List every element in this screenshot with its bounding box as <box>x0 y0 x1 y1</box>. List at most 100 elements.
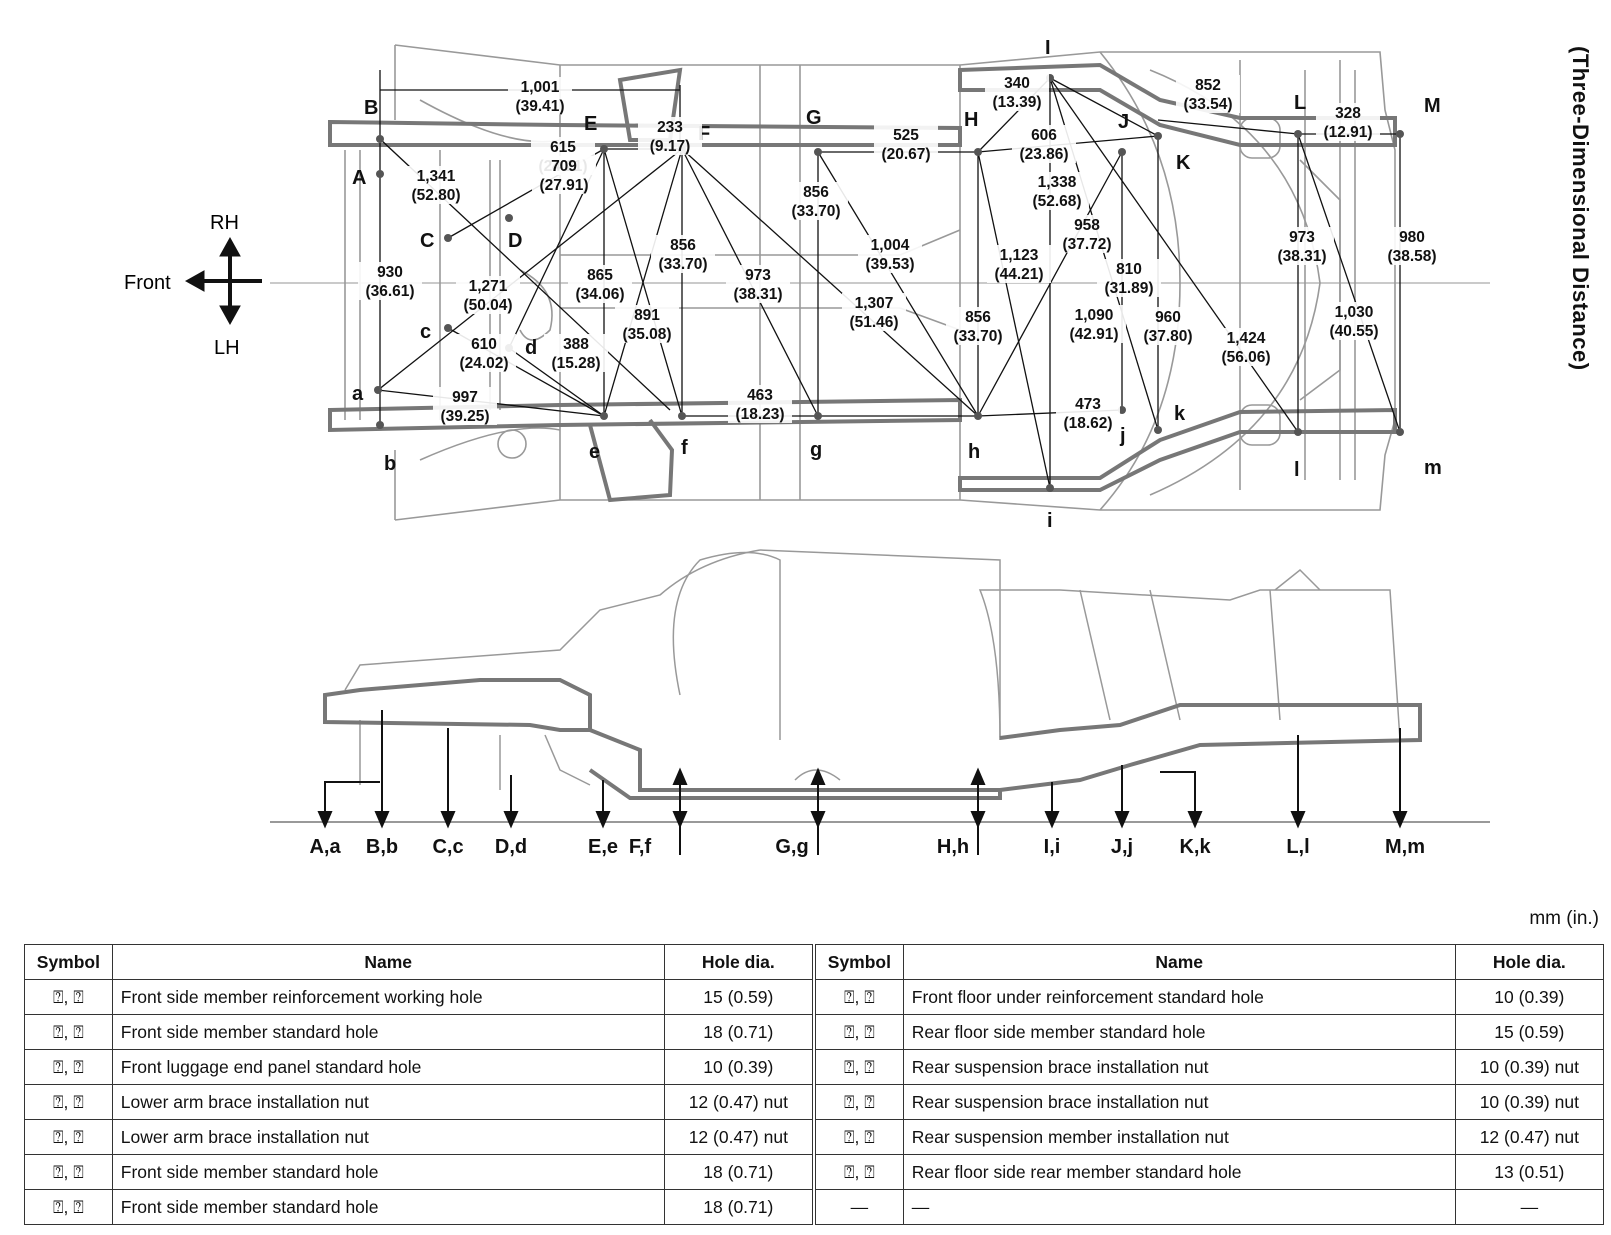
top-view-members <box>328 62 1397 503</box>
table-row: ⍰, ⍰Front side member reinforcement work… <box>24 979 1605 1015</box>
dimension-mm: 525 <box>893 127 919 144</box>
point-label-k: k <box>1174 403 1186 425</box>
dimension-mm: 958 <box>1074 217 1100 234</box>
point-label-b: b <box>384 453 396 475</box>
dimension-inch: (9.17) <box>650 138 691 155</box>
dimension-inch: (20.67) <box>881 146 930 163</box>
dimension-label: 810(31.89) <box>1097 259 1161 297</box>
three-dimensional-title: (Three-Dimensional Distance) <box>1568 45 1593 371</box>
table-header-row: Symbol Name Hole dia. Symbol Name Hole d… <box>24 944 1605 980</box>
hole-dia-cell: 18 (0.71) <box>663 1189 815 1225</box>
hole-dia-cell: 12 (0.47) nut <box>663 1119 815 1155</box>
point-label-f: f <box>681 437 688 459</box>
dimension-inch: (39.25) <box>440 408 489 425</box>
side-view-label: A,a <box>309 836 341 858</box>
dimension-label: 525 (20.67) <box>874 125 938 163</box>
side-view-label: J,j <box>1111 836 1133 858</box>
symbol-cell: ⍰, ⍰ <box>24 1014 113 1050</box>
point-label-D: D <box>508 230 522 252</box>
dimension-mm: 810 <box>1116 261 1142 278</box>
dimension-inch: (33.54) <box>1183 96 1232 113</box>
symbol-cell: ⍰, ⍰ <box>811 1154 904 1190</box>
side-view-label: C,c <box>432 836 463 858</box>
point-label-e: e <box>589 441 600 463</box>
point-label-i: i <box>1047 510 1053 532</box>
dimension-mm: 997 <box>452 389 478 406</box>
dimension-inch: (27.91) <box>539 177 588 194</box>
hole-dia-cell: 15 (0.59) <box>663 979 815 1015</box>
hole-legend-table: Symbol Name Hole dia. Symbol Name Hole d… <box>24 944 1605 1225</box>
col-name-2: Name <box>902 944 1456 980</box>
dimension-mm: 891 <box>634 307 660 324</box>
dimension-mm: 960 <box>1155 309 1181 326</box>
dimension-inch: (52.68) <box>1032 193 1081 210</box>
dimension-inch: (12.91) <box>1323 124 1372 141</box>
dimension-mm: 610 <box>471 336 497 353</box>
name-cell: Rear suspension member installation nut <box>902 1119 1456 1155</box>
side-view-outline <box>344 549 1401 790</box>
dimension-inch: (37.80) <box>1143 328 1192 345</box>
symbol-cell: ⍰, ⍰ <box>24 1084 113 1120</box>
side-view-members <box>323 678 1422 800</box>
dimension-label: 1,271(50.04) <box>456 276 520 314</box>
dimension-mm: 1,271 <box>469 278 508 295</box>
point-label-C: C <box>420 230 434 252</box>
dimension-inch: (35.08) <box>622 326 671 343</box>
dimension-label: 856(33.70) <box>651 235 715 273</box>
dimension-label: 473(18.62) <box>1056 394 1120 432</box>
dimension-mm: 1,030 <box>1335 304 1374 321</box>
body-dimension-diagram: RH LH Front <box>124 37 1490 858</box>
hole-dia-cell: 10 (0.39) <box>1454 979 1605 1015</box>
dimension-inch: (33.70) <box>658 256 707 273</box>
dimension-mm: 615 <box>550 139 576 156</box>
dimension-inch: (40.55) <box>1329 323 1378 340</box>
dimension-inch: (33.70) <box>791 203 840 220</box>
name-cell: Front side member standard hole <box>111 1014 665 1050</box>
side-view-label: I,i <box>1044 836 1061 858</box>
dimension-label: 958(37.72) <box>1055 215 1119 253</box>
dimension-label: 856(33.70) <box>946 307 1010 345</box>
side-view-label: H,h <box>937 836 969 858</box>
dimension-mm: 1,307 <box>855 295 894 312</box>
name-cell: Rear suspension brace installation nut <box>902 1049 1456 1085</box>
symbol-cell: ⍰, ⍰ <box>24 1154 113 1190</box>
dimension-inch: (13.39) <box>992 94 1041 111</box>
dimension-mm: 865 <box>587 267 613 284</box>
dimension-label: 891 (35.08) <box>615 305 679 343</box>
dimension-inch: (34.06) <box>575 286 624 303</box>
side-view-label: M,m <box>1385 836 1425 858</box>
col-hole-dia-2: Hole dia. <box>1454 944 1605 980</box>
symbol-cell: ⍰, ⍰ <box>24 1189 113 1225</box>
dimension-mm: 930 <box>377 264 403 281</box>
dimension-mm: 709 <box>551 158 577 175</box>
dimension-label: 709 (27.91) <box>532 156 596 194</box>
hole-dia-cell: — <box>1454 1189 1605 1225</box>
direction-indicator <box>184 236 262 326</box>
dimension-mm: 1,123 <box>1000 247 1039 264</box>
dimension-label: 930(36.61) <box>358 262 422 300</box>
dimension-label: 856(33.70) <box>784 182 848 220</box>
point-label-B: B <box>364 97 378 119</box>
dimension-label: 610(24.02) <box>452 334 516 372</box>
symbol-cell: ⍰, ⍰ <box>811 1049 904 1085</box>
hole-dia-cell: 15 (0.59) <box>1454 1014 1605 1050</box>
name-cell: Lower arm brace installation nut <box>111 1119 665 1155</box>
table-row: ⍰, ⍰Front luggage end panel standard hol… <box>24 1049 1605 1085</box>
dimension-label: 865 (34.06) <box>568 265 632 303</box>
dimension-inch: (39.41) <box>515 98 564 115</box>
dimension-label: 1,338(52.68) <box>1025 172 1089 210</box>
hole-dia-cell: 10 (0.39) nut <box>1454 1049 1605 1085</box>
col-hole-dia: Hole dia. <box>663 944 815 980</box>
point-label-L: L <box>1294 92 1306 114</box>
symbol-cell: ⍰, ⍰ <box>811 1084 904 1120</box>
side-view-label: F,f <box>629 836 652 858</box>
dimension-inch: (18.23) <box>735 406 784 423</box>
dimension-label: 1,307(51.46) <box>842 293 906 331</box>
hole-dia-cell: 12 (0.47) nut <box>663 1084 815 1120</box>
symbol-cell: ⍰, ⍰ <box>811 1014 904 1050</box>
